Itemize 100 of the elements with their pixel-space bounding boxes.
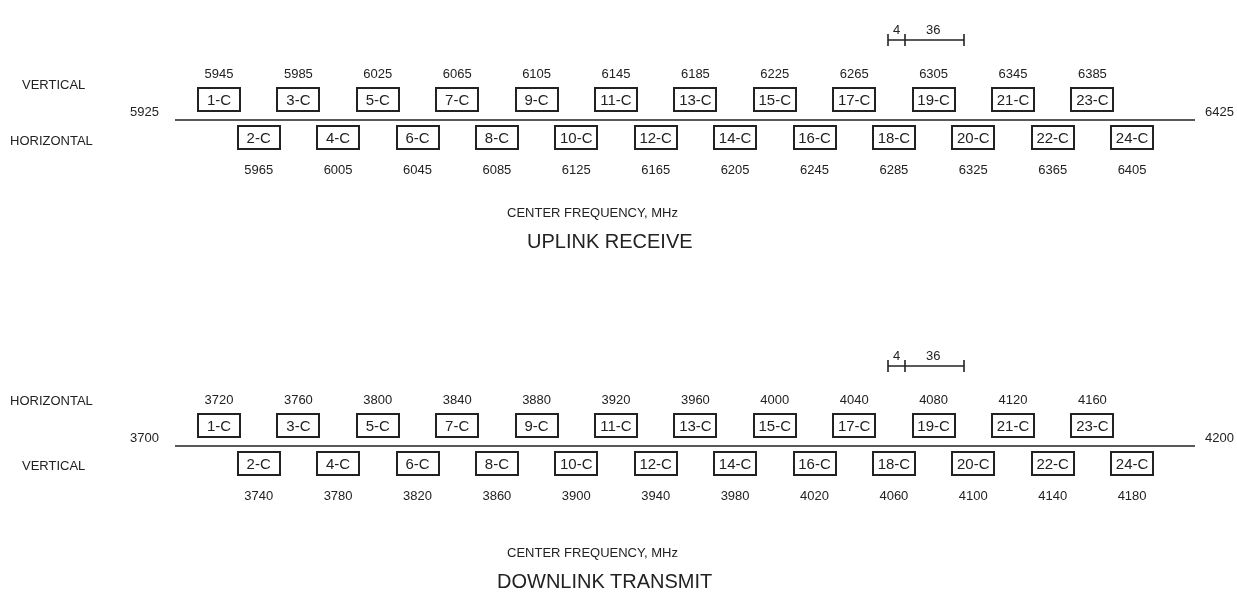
center-frequency-value: 6265 xyxy=(839,66,869,81)
center-frequency-value: 6125 xyxy=(561,162,591,177)
channel-label: 19-C xyxy=(917,91,950,108)
channel-box xyxy=(395,125,440,150)
channel-label: 15-C xyxy=(758,91,792,108)
dimension-value: 36 xyxy=(926,22,941,37)
channel-box xyxy=(871,125,916,150)
channel-box xyxy=(514,413,559,438)
channel-box xyxy=(871,451,916,476)
center-frequency-value: 6225 xyxy=(760,66,790,81)
center-frequency-value: 4120 xyxy=(998,392,1028,407)
channel-label: 24-C xyxy=(1115,455,1149,472)
channel-label: 12-C xyxy=(639,129,672,146)
axis-title: CENTER FREQUENCY, MHz xyxy=(507,205,678,220)
channel-box xyxy=(792,125,837,150)
channel-label: 23-C xyxy=(1076,91,1109,108)
channel-label: 4-C xyxy=(326,455,351,472)
center-frequency-value: 3920 xyxy=(601,392,631,407)
channel-label: 14-C xyxy=(718,455,752,472)
channel-label: 5-C xyxy=(365,417,390,434)
center-frequency-value: 3940 xyxy=(641,488,671,503)
channel-box xyxy=(1110,125,1155,150)
channel-box xyxy=(1070,87,1115,112)
channel-box xyxy=(474,451,519,476)
channel-box xyxy=(1030,125,1075,150)
center-frequency-value: 4140 xyxy=(1038,488,1068,503)
center-frequency-value: 6105 xyxy=(522,66,552,81)
channel-label: 20-C xyxy=(957,129,990,146)
channel-label: 14-C xyxy=(718,129,752,146)
center-frequency-value: 3960 xyxy=(680,392,710,407)
channel-box xyxy=(197,413,241,438)
center-frequency-value: 4100 xyxy=(958,488,988,503)
channel-label: 21-C xyxy=(996,91,1030,108)
polarization-label: HORIZONTAL xyxy=(10,133,93,148)
center-frequency-value: 5945 xyxy=(204,66,234,81)
center-frequency-value: 3780 xyxy=(323,488,353,503)
channel-label: 8-C xyxy=(484,129,509,146)
channel-label: 13-C xyxy=(679,417,712,434)
channel-label: 15-C xyxy=(758,417,792,434)
channel-label: 17-C xyxy=(837,417,871,434)
channel-label: 1-C xyxy=(206,91,232,108)
axis-title: CENTER FREQUENCY, MHz xyxy=(507,545,678,560)
channel-label: 23-C xyxy=(1076,417,1109,434)
channel-box xyxy=(395,451,440,476)
polarization-label: VERTICAL xyxy=(22,458,86,473)
center-frequency-value: 6085 xyxy=(482,162,512,177)
channel-label: 19-C xyxy=(917,417,950,434)
center-frequency-value: 6165 xyxy=(641,162,671,177)
center-frequency-value: 3860 xyxy=(482,488,512,503)
channel-box xyxy=(1030,451,1075,476)
band-edge-frequency: 3700 xyxy=(130,430,159,445)
channel-box xyxy=(633,125,678,150)
channel-box xyxy=(435,87,480,112)
channel-label: 9-C xyxy=(524,417,549,434)
channel-box xyxy=(197,87,241,112)
band-edge-frequency: 4200 xyxy=(1205,430,1234,445)
center-frequency-value: 6025 xyxy=(363,66,393,81)
channel-label: 3-C xyxy=(286,417,311,434)
channel-label: 22-C xyxy=(1036,129,1069,146)
channel-box xyxy=(594,413,638,438)
center-frequency-value: 6285 xyxy=(879,162,909,177)
center-frequency-value: 4020 xyxy=(800,488,829,503)
channel-box xyxy=(752,87,797,112)
center-frequency-value: 3760 xyxy=(283,392,313,407)
channel-label: 13-C xyxy=(679,91,712,108)
channel-box xyxy=(554,451,599,476)
center-frequency-value: 3820 xyxy=(403,488,432,503)
band-title: UPLINK RECEIVE xyxy=(527,230,693,253)
center-frequency-value: 6245 xyxy=(800,162,829,177)
channel-label: 17-C xyxy=(837,91,871,108)
center-frequency-value: 4180 xyxy=(1117,488,1147,503)
channel-label: 16-C xyxy=(798,129,831,146)
center-frequency-value: 6065 xyxy=(442,66,472,81)
channel-label: 18-C xyxy=(877,455,911,472)
center-frequency-value: 6325 xyxy=(958,162,988,177)
channel-label: 1-C xyxy=(206,417,232,434)
center-frequency-value: 4060 xyxy=(879,488,909,503)
center-frequency-value: 4040 xyxy=(839,392,869,407)
dimension-value: 36 xyxy=(926,348,941,363)
center-frequency-value: 3740 xyxy=(244,488,274,503)
channel-box xyxy=(514,87,559,112)
center-frequency-value: 6185 xyxy=(680,66,710,81)
center-frequency-value: 6305 xyxy=(919,66,949,81)
channel-box xyxy=(832,87,877,112)
channel-box xyxy=(673,87,718,112)
channel-label: 12-C xyxy=(639,455,672,472)
channel-box xyxy=(911,413,956,438)
channel-box xyxy=(316,451,361,476)
channel-label: 11-C xyxy=(600,417,632,434)
channel-box xyxy=(355,413,400,438)
center-frequency-value: 5985 xyxy=(283,66,313,81)
center-frequency-value: 6345 xyxy=(998,66,1028,81)
center-frequency-value: 3980 xyxy=(720,488,750,503)
center-frequency-value: 4000 xyxy=(760,392,790,407)
channel-box xyxy=(673,413,718,438)
channel-box xyxy=(594,87,638,112)
channel-label: 16-C xyxy=(798,455,831,472)
channel-label: 3-C xyxy=(286,91,311,108)
center-frequency-value: 4080 xyxy=(919,392,949,407)
channel-label: 2-C xyxy=(246,129,271,146)
